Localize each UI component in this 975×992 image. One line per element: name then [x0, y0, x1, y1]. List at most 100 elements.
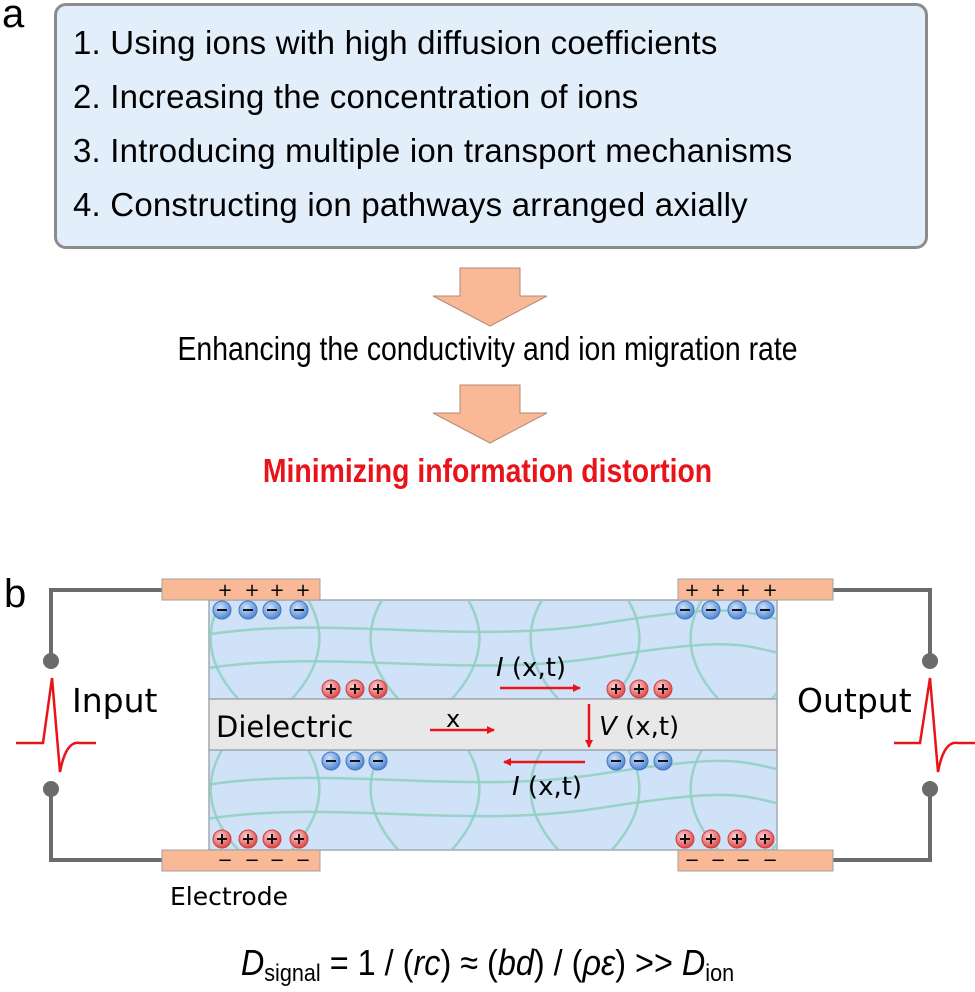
- formula-subscript-ion: ion: [705, 960, 735, 987]
- input-wire-bottom: [49, 788, 162, 862]
- output-wire-bottom: [833, 788, 932, 862]
- voltage-symbol: V: [599, 712, 619, 742]
- input-signal-icon: [16, 677, 96, 773]
- current-symbol: I: [496, 653, 504, 683]
- anion-icon: [345, 751, 365, 771]
- formula-part: ) / (: [533, 942, 583, 983]
- positive-charge-sign: +: [295, 580, 310, 601]
- formula-rc: rc: [413, 942, 441, 983]
- formula-part: ) >>: [615, 942, 682, 983]
- signal-diffusivity-formula: Dsignal = 1 / (rc) ≈ (bd) / (ρε) >> Dion: [49, 942, 927, 988]
- panel-b-label: b: [4, 572, 27, 616]
- cation-icon: [238, 829, 258, 849]
- positive-charge-sign: +: [684, 580, 699, 601]
- electrode-top-right: [677, 578, 834, 601]
- dielectric-label: Dielectric: [216, 710, 353, 744]
- polymer-fiber: [369, 600, 401, 699]
- polymer-fiber: [529, 750, 561, 850]
- anion-icon: [368, 751, 388, 771]
- input-terminal-top: [43, 653, 59, 669]
- anion-icon: [289, 600, 309, 620]
- cation-icon: [755, 829, 775, 849]
- current-symbol: I: [512, 772, 520, 802]
- positive-charge-sign: +: [710, 580, 725, 601]
- voltage-label: V (x,t): [599, 712, 679, 742]
- cation-icon: [653, 679, 673, 699]
- cation-icon: [675, 829, 695, 849]
- dielectric-layer: [208, 698, 778, 751]
- formula-part: ) ≈ (: [440, 942, 498, 983]
- polymer-fiber: [209, 759, 777, 786]
- anion-icon: [606, 751, 626, 771]
- panel-a-label: a: [2, 0, 25, 36]
- input-label: Input: [72, 681, 158, 720]
- output-signal-icon: [894, 677, 975, 773]
- output-label: Output: [797, 681, 912, 720]
- step-enhance-text: Enhancing the conductivity and ion migra…: [177, 330, 798, 367]
- polymer-fiber: [449, 600, 481, 699]
- negative-charge-sign: −: [710, 850, 725, 871]
- strategy-item: 2. Increasing the concentration of ions: [73, 78, 639, 115]
- polymer-fiber: [289, 600, 321, 699]
- negative-charge-sign: −: [269, 850, 284, 871]
- cation-icon: [701, 829, 721, 849]
- anion-icon: [653, 751, 673, 771]
- strategy-list: 1. Using ions with high diffusion coeffi…: [73, 16, 792, 232]
- anion-icon: [238, 600, 258, 620]
- strategy-item: 4. Constructing ion pathways arranged ax…: [73, 186, 748, 223]
- negative-charge-sign: −: [684, 850, 699, 871]
- flow-arrows: [432, 267, 548, 444]
- negative-charge-sign: −: [217, 850, 232, 871]
- positive-charge-sign: +: [735, 580, 750, 601]
- voltage-args: (x,t): [617, 712, 679, 742]
- cation-icon: [368, 679, 388, 699]
- x-axis-label: x: [446, 705, 460, 733]
- formula-rho-epsilon: ρε: [582, 942, 616, 983]
- anion-icon: [701, 600, 721, 620]
- current-bottom-label: I (x,t): [512, 772, 582, 802]
- polymer-fiber: [209, 793, 777, 820]
- strategy-item: 3. Introducing multiple ion transport me…: [73, 132, 793, 169]
- input-wire-top: [49, 588, 162, 661]
- anion-icon: [629, 751, 649, 771]
- formula-d-symbol: D: [681, 942, 706, 983]
- anion-icon: [212, 600, 232, 620]
- formula-subscript-signal: signal: [264, 960, 321, 987]
- strategy-item: 1. Using ions with high diffusion coeffi…: [73, 24, 718, 61]
- polymer-fiber: [209, 750, 241, 850]
- anion-icon: [727, 600, 747, 620]
- electrode-top-left: [161, 578, 321, 601]
- cation-icon: [321, 679, 341, 699]
- current-args: (x,t): [504, 653, 566, 683]
- anion-icon: [755, 600, 775, 620]
- polymer-fiber: [529, 600, 561, 699]
- input-terminal-bottom: [43, 781, 59, 797]
- current-top-label: I (x,t): [496, 653, 566, 683]
- negative-charge-sign: −: [295, 850, 310, 871]
- cation-icon: [629, 679, 649, 699]
- electrode-bottom-right: [677, 849, 834, 872]
- strategy-box: 1. Using ions with high diffusion coeffi…: [54, 3, 928, 249]
- anion-icon: [321, 751, 341, 771]
- formula-bd: bd: [497, 942, 534, 983]
- formula-part: = 1 / (: [320, 942, 414, 983]
- polymer-fiber: [449, 750, 481, 850]
- anion-icon: [262, 600, 282, 620]
- down-arrow-icon: [432, 267, 548, 327]
- output-wire-top: [833, 588, 932, 661]
- cation-icon: [606, 679, 626, 699]
- positive-charge-sign: +: [762, 580, 777, 601]
- negative-charge-sign: −: [244, 850, 259, 871]
- positive-charge-sign: +: [269, 580, 284, 601]
- negative-charge-sign: −: [762, 850, 777, 871]
- anion-icon: [675, 600, 695, 620]
- current-args: (x,t): [520, 772, 582, 802]
- electrode-bottom-left: [161, 849, 321, 872]
- electrode-label: Electrode: [170, 882, 288, 911]
- cation-icon: [212, 829, 232, 849]
- step-minimize-text: Minimizing information distortion: [262, 452, 713, 489]
- formula-d-symbol: D: [240, 942, 265, 983]
- output-terminal-bottom: [922, 781, 938, 797]
- positive-charge-sign: +: [244, 580, 259, 601]
